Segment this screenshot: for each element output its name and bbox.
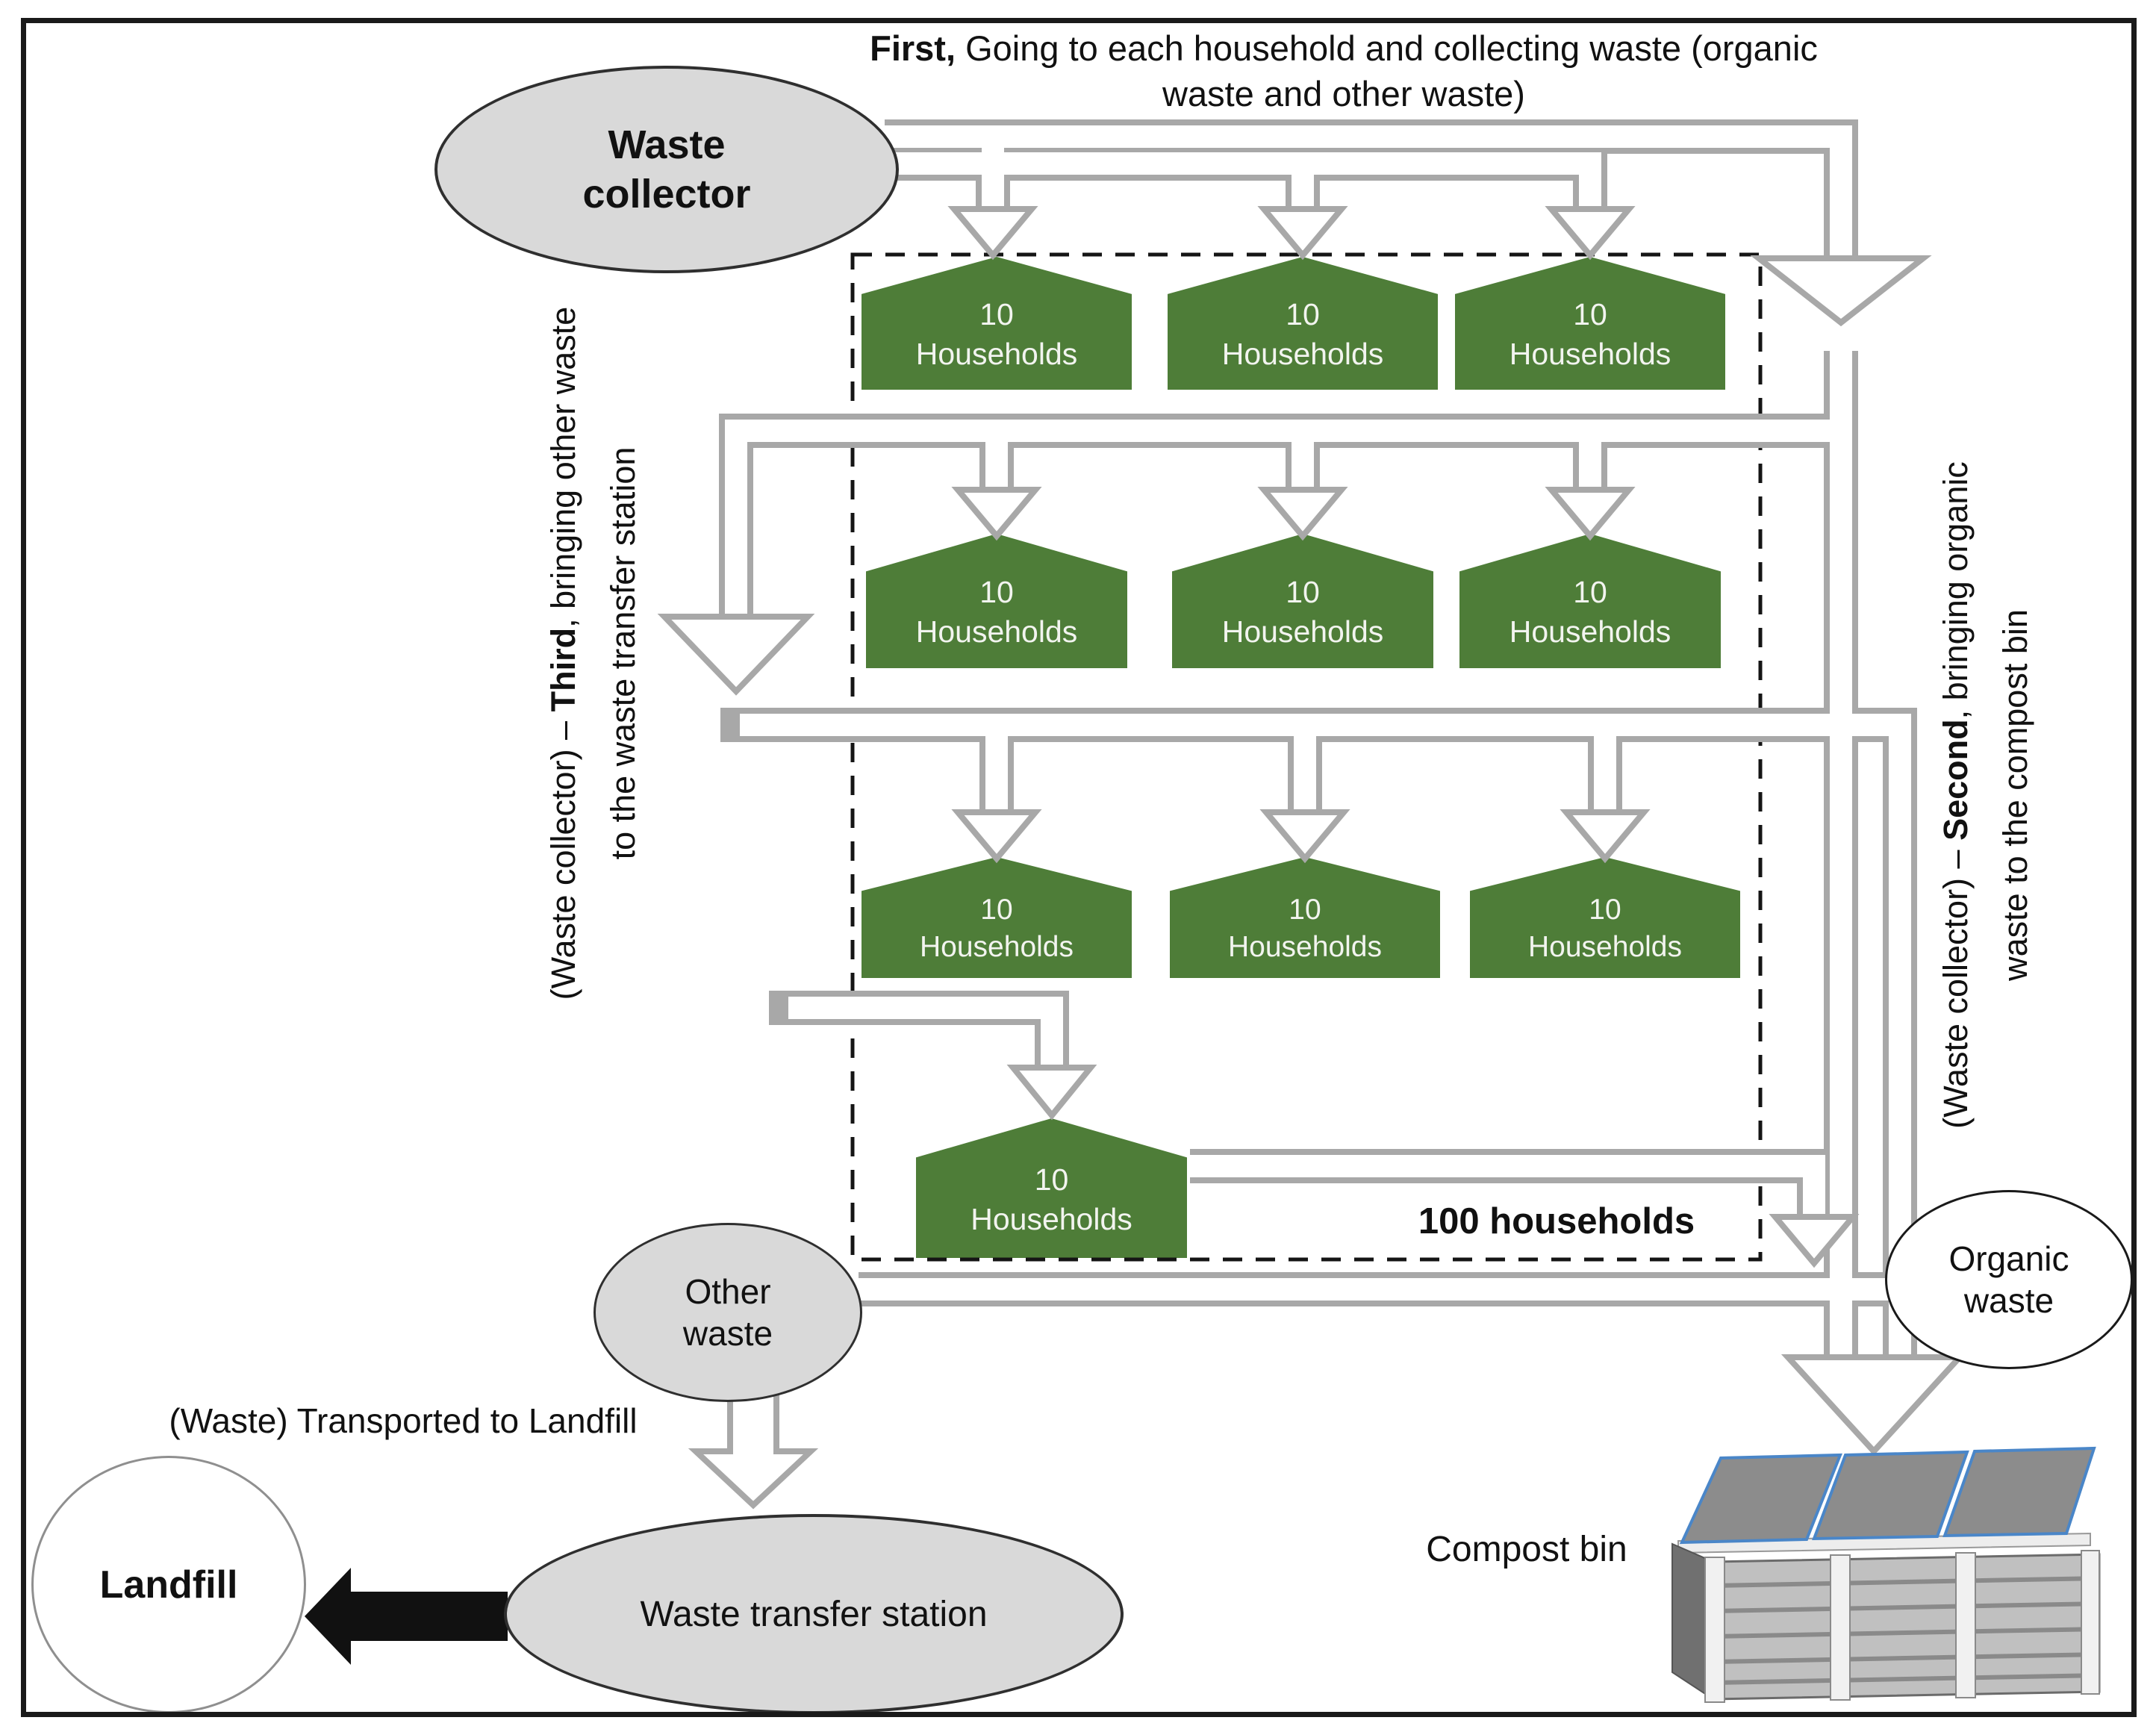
compost-bin-posts xyxy=(1704,1550,2100,1703)
arrowhead-row1-house3 xyxy=(1545,206,1636,261)
waste-transfer-station-node: Waste transfer station xyxy=(504,1514,1124,1714)
arrowhead-to-compost-bin xyxy=(1780,1354,1967,1456)
arrowhead-row4-house xyxy=(1006,1065,1097,1121)
arrowhead-left-route xyxy=(657,614,815,696)
compost-bin-image xyxy=(1671,1446,2101,1703)
title-line2: waste and other waste) xyxy=(1162,74,1525,113)
arrowheads xyxy=(657,206,1967,1510)
arrowhead-row2-house1 xyxy=(951,487,1042,541)
organic-waste-node: Organic waste xyxy=(1885,1190,2133,1369)
title-line1: First, Going to each household and colle… xyxy=(870,28,1818,68)
arrow-station-to-landfill xyxy=(305,1568,508,1665)
arrowhead-row1-house2 xyxy=(1257,206,1348,261)
transported-to-landfill-label: (Waste) Transported to Landfill xyxy=(169,1401,638,1440)
arrow-other-waste-to-station xyxy=(688,1386,819,1510)
arrowhead-house-exit xyxy=(1769,1214,1860,1268)
total-households-label: 100 households xyxy=(1418,1201,1695,1242)
compost-bin-label: Compost bin xyxy=(1426,1530,1627,1569)
arrowhead-row3-house1 xyxy=(951,809,1042,864)
compost-bin-lids xyxy=(1679,1446,2096,1545)
arrowhead-top-right xyxy=(1750,255,1932,327)
households-group-box xyxy=(850,252,1763,1262)
arrowhead-row3-house2 xyxy=(1259,809,1350,864)
arrowhead-row3-house3 xyxy=(1560,809,1651,864)
pipe-channels xyxy=(725,125,2071,1361)
arrowhead-row1-house1 xyxy=(947,206,1038,261)
diagram-title: First, Going to each household and colle… xyxy=(761,25,1926,116)
compost-bin-slats xyxy=(1713,1576,2100,1685)
arrowhead-row2-house3 xyxy=(1545,487,1636,541)
waste-collector-node: Waste collector xyxy=(434,66,899,273)
landfill-node: Landfill xyxy=(31,1456,306,1713)
other-waste-node: Other waste xyxy=(593,1223,862,1402)
arrowhead-row2-house2 xyxy=(1257,487,1348,541)
